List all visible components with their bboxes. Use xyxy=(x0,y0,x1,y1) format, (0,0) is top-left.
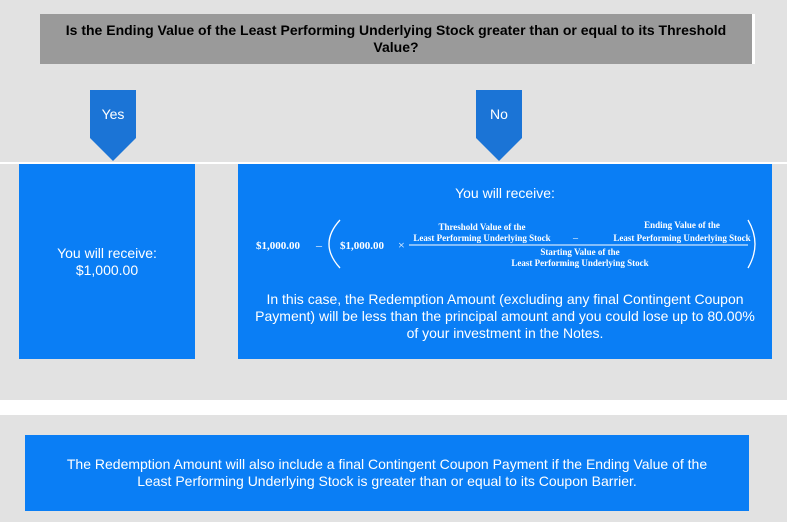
formula-times: × xyxy=(398,238,405,252)
no-arrow: No xyxy=(476,90,522,138)
numerator-left-line1: Threshold Value of the xyxy=(438,222,525,232)
yes-arrow: Yes xyxy=(90,90,136,138)
redemption-formula: $1,000.00 – $1,000.00 × Threshold Value … xyxy=(256,219,756,269)
yes-arrow-tip xyxy=(90,138,136,161)
coupon-note-box: The Redemption Amount will also include … xyxy=(25,435,749,511)
yes-outcome-box: You will receive: $1,000.00 xyxy=(19,164,195,359)
coupon-note-text: The Redemption Amount will also include … xyxy=(66,456,708,489)
denominator-line2: Least Performing Underlying Stock xyxy=(511,258,648,268)
yes-outcome-line1: You will receive: xyxy=(57,244,157,261)
numerator-minus: – xyxy=(572,233,579,244)
no-arrow-tip xyxy=(476,138,522,161)
no-outcome-title: You will receive: xyxy=(455,185,555,201)
question-banner: Is the Ending Value of the Least Perform… xyxy=(40,14,755,64)
no-outcome-box: You will receive: $1,000.00 – $1,000.00 … xyxy=(238,164,772,359)
no-label: No xyxy=(490,106,508,122)
numerator-right-line1: Ending Value of the xyxy=(644,220,720,230)
yes-label: Yes xyxy=(101,106,125,122)
yes-outcome-amount: $1,000.00 xyxy=(75,261,139,278)
numerator-right-line2: Least Performing Underlying Stock xyxy=(613,233,750,243)
formula-minus: – xyxy=(315,238,323,252)
denominator-line1: Starting Value of the xyxy=(540,247,619,257)
formula-inner-principal: $1,000.00 xyxy=(340,240,385,252)
formula-right-paren xyxy=(747,219,756,269)
no-outcome-body: In this case, the Redemption Amount (exc… xyxy=(255,291,755,341)
formula-principal: $1,000.00 xyxy=(256,240,301,252)
formula-left-paren xyxy=(328,219,341,269)
numerator-left-line2: Least Performing Underlying Stock xyxy=(413,233,550,243)
